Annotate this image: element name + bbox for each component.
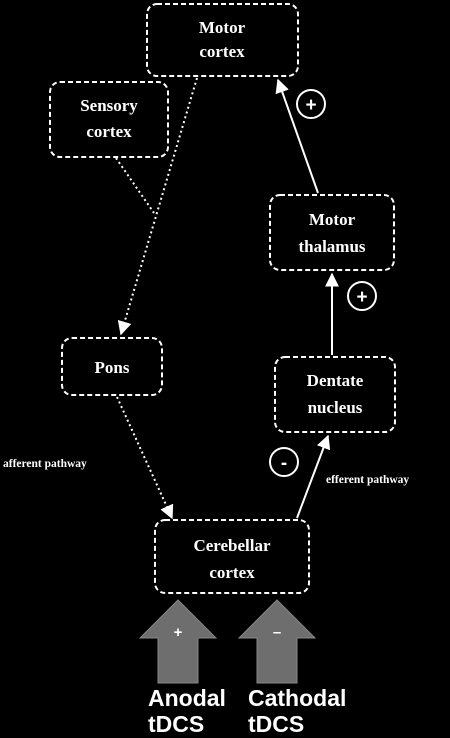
sign-thalamus-to-motor-text: + bbox=[305, 95, 316, 116]
efferent-pathway-label: efferent pathway bbox=[326, 474, 409, 486]
node-motor-cortex: Motor cortex bbox=[146, 3, 299, 77]
node-dentate-nucleus-line2: nucleus bbox=[308, 398, 363, 417]
cathodal-label-line2: tDCS bbox=[248, 711, 304, 737]
node-dentate-nucleus: Dentate nucleus bbox=[274, 356, 396, 433]
anodal-stimulation-arrow: + bbox=[138, 599, 218, 684]
node-cerebellar-cortex-line1: Cerebellar bbox=[193, 536, 271, 555]
node-pons: Pons bbox=[61, 337, 163, 396]
node-sensory-cortex-line1: Sensory bbox=[80, 96, 138, 115]
node-sensory-cortex: Sensory cortex bbox=[49, 81, 169, 158]
connector-pons-to-cerebellar-cortex bbox=[116, 396, 174, 520]
sign-cerebellar-to-dentate: - bbox=[269, 447, 299, 477]
node-motor-thalamus-line1: Motor bbox=[309, 210, 356, 229]
sign-dentate-to-thalamus-text: + bbox=[356, 287, 367, 308]
anodal-label-line2: tDCS bbox=[148, 711, 204, 737]
sign-dentate-to-thalamus: + bbox=[347, 281, 377, 311]
connector-cerebellar-to-dentate bbox=[296, 434, 331, 519]
cathodal-arrow-sign: – bbox=[273, 624, 281, 641]
node-motor-thalamus: Motor thalamus bbox=[269, 194, 395, 271]
afferent-pathway-label: afferent pathway bbox=[3, 458, 87, 470]
sign-cerebellar-to-dentate-text: - bbox=[281, 453, 287, 474]
connector-sensory-cortex-to-pathway bbox=[115, 157, 155, 214]
cathodal-stimulation-arrow: – bbox=[237, 599, 317, 684]
node-dentate-nucleus-line1: Dentate bbox=[307, 371, 364, 390]
node-cerebellar-cortex-line2: cortex bbox=[209, 563, 255, 582]
anodal-arrow-sign: + bbox=[174, 624, 183, 641]
connector-motor-cortex-to-pons bbox=[117, 77, 198, 336]
node-pons-line1: Pons bbox=[95, 358, 130, 377]
connector-thalamus-to-motor-cortex bbox=[275, 78, 319, 194]
node-motor-thalamus-line2: thalamus bbox=[298, 237, 365, 256]
sign-thalamus-to-motor: + bbox=[296, 89, 326, 119]
node-motor-cortex-line1: Motor bbox=[199, 18, 246, 37]
anodal-label-line1: Anodal bbox=[148, 685, 226, 711]
node-cerebellar-cortex: Cerebellar cortex bbox=[154, 519, 310, 594]
node-motor-cortex-line2: cortex bbox=[199, 42, 245, 61]
node-sensory-cortex-line2: cortex bbox=[86, 122, 132, 141]
cathodal-label-line1: Cathodal bbox=[248, 685, 346, 711]
